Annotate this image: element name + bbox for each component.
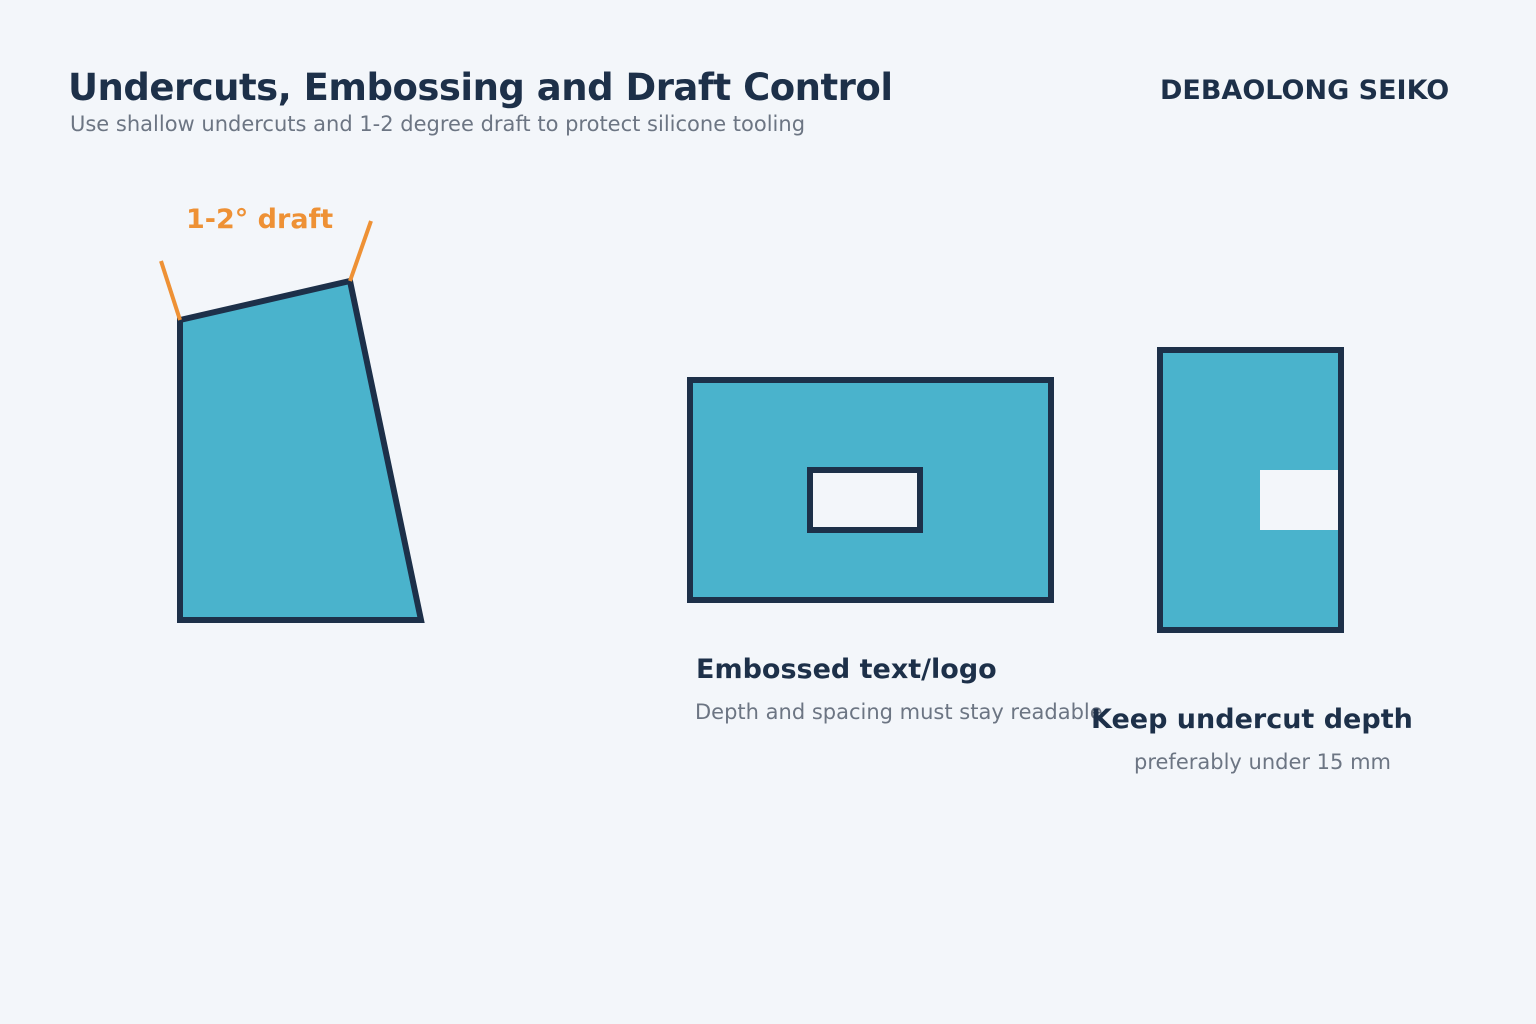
undercut-title: Keep undercut depth <box>1091 704 1413 735</box>
draft-line-right <box>348 220 373 282</box>
undercut-caption: preferably under 15 mm <box>1134 750 1391 774</box>
page-subtitle: Use shallow undercuts and 1-2 degree dra… <box>70 112 806 136</box>
emboss-title: Embossed text/logo <box>696 654 997 685</box>
emboss-shape <box>687 377 1054 603</box>
draft-label: 1-2° draft <box>186 204 334 235</box>
undercut-notch <box>1260 470 1338 530</box>
page-title: Undercuts, Embossing and Draft Control <box>68 66 893 109</box>
draft-shape <box>159 220 425 623</box>
draft-line-left <box>159 260 182 321</box>
undercut-shape <box>1157 347 1344 633</box>
emboss-caption: Depth and spacing must stay readable <box>695 700 1103 724</box>
brand-logo: DEBAOLONG SEIKO <box>1160 75 1450 106</box>
emboss-recess <box>807 467 923 533</box>
